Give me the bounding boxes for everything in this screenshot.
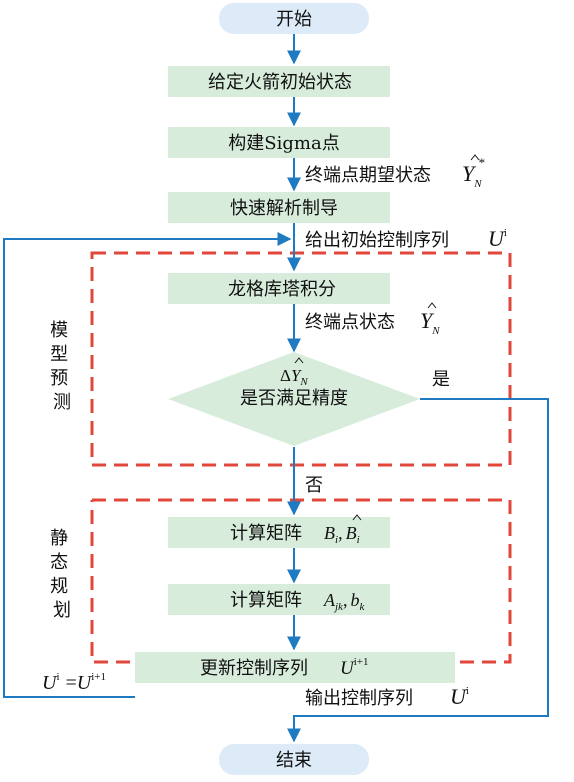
compute-b-node	[168, 517, 390, 548]
end-label: 结束	[276, 750, 312, 771]
initial-seq-math: Ui	[488, 226, 507, 251]
desired-hat-mark	[470, 154, 480, 161]
start-node	[219, 3, 369, 34]
terminal-state-label: 终端点状态	[305, 312, 395, 333]
initial-seq-label: 给出初始控制序列	[305, 230, 449, 251]
output-seq-math: Ui	[450, 684, 469, 709]
rk-integrate-node	[168, 273, 390, 304]
decision-node	[168, 352, 420, 446]
terminal-state-math: YN	[420, 308, 440, 337]
start-label: 开始	[276, 9, 312, 30]
build-sigma-node	[168, 127, 390, 158]
delta-hat-mark	[294, 357, 304, 364]
compute-b-label: 计算矩阵	[230, 523, 302, 544]
desired-state-star: *	[478, 155, 485, 170]
terminal-hat-mark	[427, 302, 437, 309]
end-node	[219, 744, 369, 775]
a-matrix-label: Ajk,bk	[323, 590, 365, 613]
give-state-node	[168, 66, 390, 97]
decision-label: 是否满足精度	[240, 388, 348, 409]
yes-label: 是	[432, 369, 450, 390]
desired-state-math: YN	[462, 161, 482, 190]
no-label: 否	[305, 475, 323, 496]
model-prediction-label: 模 型 预 测	[50, 320, 74, 413]
update-seq-math: Ui+1	[340, 656, 369, 679]
arrow-decision-yes	[287, 398, 549, 743]
build-sigma-label: 构建Sigma点	[228, 133, 339, 154]
b-hat-mark	[352, 514, 362, 521]
rk-integrate-label: 龙格库塔积分	[228, 279, 336, 300]
model-prediction-group	[90, 251, 512, 467]
decision-delta: ΔYN	[280, 366, 308, 388]
loop-equation: Ui=Ui+1	[42, 671, 106, 694]
static-planning-group	[90, 498, 512, 664]
fast-guidance-node	[168, 192, 390, 223]
output-seq-label: 输出控制序列	[305, 688, 413, 709]
compute-a-label: 计算矩阵	[230, 590, 302, 611]
static-planning-label: 静 态 规 划	[50, 528, 74, 621]
b-matrix-label: Bi,Bi	[324, 523, 360, 546]
give-state-label: 给定火箭初始状态	[208, 72, 352, 93]
fast-guidance-label: 快速解析制导	[230, 198, 338, 219]
update-seq-label: 更新控制序列	[200, 658, 308, 679]
desired-state-label: 终端点期望状态	[305, 165, 431, 186]
update-seq-node	[135, 652, 455, 683]
arrow-loop-back	[3, 232, 292, 698]
compute-a-node	[168, 584, 390, 615]
